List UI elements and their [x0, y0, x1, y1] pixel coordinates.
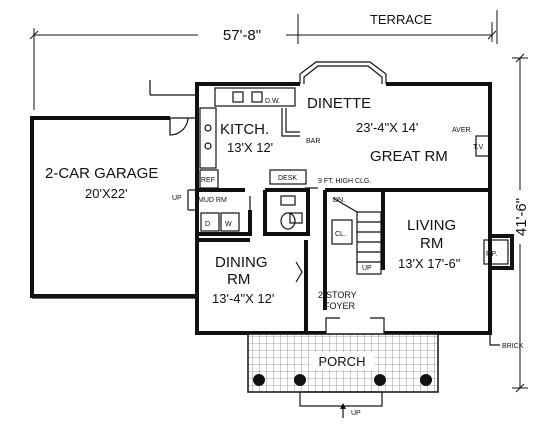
- exterior-walls: [30, 61, 492, 335]
- dinette-label: DINETTE: [307, 95, 371, 112]
- up-arrow-icon: [340, 403, 346, 409]
- mud-room-label: MUD RM: [198, 197, 227, 204]
- porch-column: [253, 374, 265, 386]
- porch-column: [294, 374, 306, 386]
- washer-label: W: [225, 221, 232, 228]
- great-room-size-note: AVER.: [452, 127, 473, 134]
- porch-column: [420, 374, 432, 386]
- fireplace-label: F.P.: [486, 251, 497, 258]
- foyer-name: 2-STORY: [318, 290, 357, 300]
- width-dimension-label: 57'-8": [223, 27, 261, 44]
- terrace-label: TERRACE: [370, 12, 432, 27]
- dishwasher-label: D.W.: [265, 98, 280, 105]
- room-labels: DINETTE KITCH. 13'X 12' 23'-4"X 14' AVER…: [45, 95, 473, 311]
- dining-name-2: RM: [227, 271, 250, 288]
- living-name-2: RM: [420, 235, 443, 252]
- depth-dimension-label: 41'-6": [513, 198, 530, 236]
- closet-label: CL.: [335, 231, 346, 238]
- desk-label: DESK: [278, 175, 297, 182]
- porch-label: PORCH: [319, 354, 366, 369]
- garage-up-label: UP: [172, 195, 182, 202]
- ref-label: REF: [201, 177, 215, 184]
- kitchen-name: KITCH.: [220, 121, 269, 138]
- depth-dimension: 41'-6": [510, 53, 530, 393]
- interior-walls: [195, 87, 514, 333]
- dryer-label: D: [205, 221, 210, 228]
- porch-up-label: UP: [351, 410, 361, 417]
- great-room-size: 23'-4"X 14': [356, 120, 418, 135]
- ceiling-note: 9 FT. HIGH CLG.: [318, 178, 371, 185]
- kitchen-size: 13'X 12': [227, 140, 273, 155]
- brick-label: BRICK: [502, 343, 524, 350]
- great-room-name: GREAT RM: [370, 148, 448, 165]
- foyer-name-2: FOYER: [324, 301, 356, 311]
- tv-label: T.V: [473, 144, 483, 151]
- stair-down-label: DN.: [333, 197, 345, 204]
- stair-up-label: UP: [362, 265, 372, 272]
- living-name: LIVING: [407, 217, 456, 234]
- width-dimension: 57'-8": [29, 10, 498, 110]
- fixture-labels: D.W. BAR T.V REF DESK 9 FT. HIGH CLG. DN…: [172, 98, 497, 272]
- terrace: TERRACE: [149, 12, 432, 96]
- garage-name: 2-CAR GARAGE: [45, 165, 158, 182]
- dining-size: 13'-4"X 12': [212, 291, 274, 306]
- dining-name: DINING: [215, 254, 268, 271]
- bar-label: BAR: [306, 138, 320, 145]
- porch: PORCH UP BRICK: [247, 333, 524, 418]
- living-size: 13'X 17'-6": [398, 256, 461, 271]
- garage-size: 20'X22': [85, 186, 128, 201]
- porch-column: [374, 374, 386, 386]
